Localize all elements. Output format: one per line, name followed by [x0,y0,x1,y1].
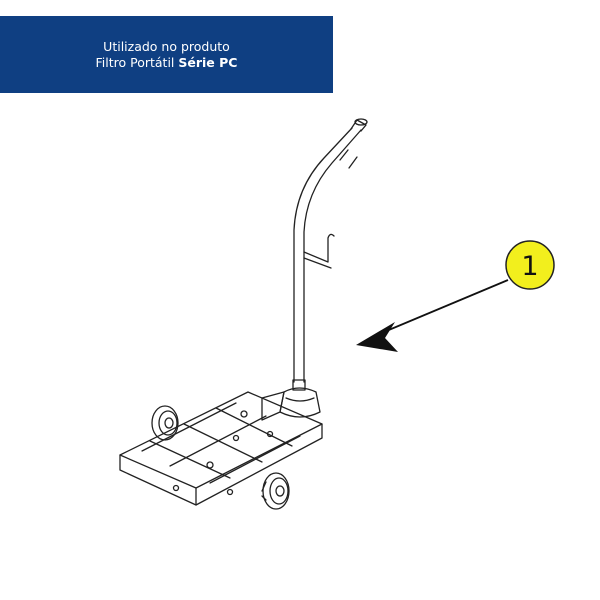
cart-handle [293,118,368,383]
banner-line-1: Utilizado no produto [103,38,230,54]
callout-number: 1 [521,251,538,282]
leader-arrow [356,279,509,352]
cart-wheel-rear [151,405,179,441]
callout-balloon: 1 [505,240,555,290]
banner-line-2: Filtro Portátil Série PC [96,55,238,71]
banner-product-name: Filtro Portátil [95,54,179,70]
product-banner: Utilizado no produto Filtro Portátil Sér… [0,16,333,93]
cart-wheel-front [261,472,290,510]
banner-series-name: Série PC [178,54,238,70]
cart-platform [119,391,323,506]
cart-collar [261,379,321,421]
